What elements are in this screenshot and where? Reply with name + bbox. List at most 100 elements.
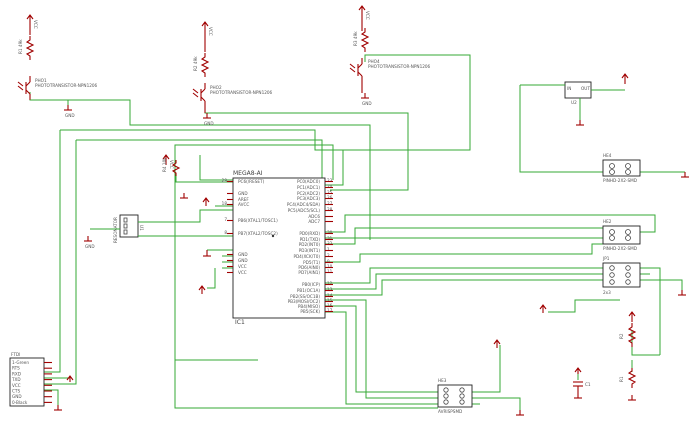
svg-text:GND: GND	[362, 101, 372, 106]
mcu-pin-label: GND	[238, 258, 248, 263]
mcu-pin-number: 32	[327, 241, 333, 246]
svg-text:PINHD-2X2-SMD: PINHD-2X2-SMD	[603, 178, 637, 183]
gnd-symbol	[54, 405, 62, 411]
vcc-symbol	[202, 197, 210, 206]
mcu-pin-number: 29	[222, 178, 228, 183]
mcu-pin-label: GND	[238, 191, 248, 196]
svg-text:GND: GND	[65, 113, 75, 118]
mcu-pin-label: PB7(XTAL2/TOSC2)	[238, 231, 278, 236]
svg-text:JP1: JP1	[602, 256, 610, 261]
svg-text:HE2: HE2	[603, 219, 612, 224]
svg-text:PHOTOTRANSISTOR-NPN1206: PHOTOTRANSISTOR-NPN1206	[210, 90, 273, 95]
svg-text:GND: GND	[85, 244, 95, 249]
mcu-pin-label: PB1(OC1A)	[297, 288, 320, 293]
svg-text:GND: GND	[204, 121, 214, 126]
resistor-r4: R4 10k	[162, 157, 181, 176]
phototransistor-1: PHO1 PHOTOTRANSISTOR-NPN1206	[17, 76, 98, 105]
mcu-pin-label: PB6(XTAL1/TOSC1)	[238, 218, 278, 223]
mcu-pin-number: 2	[327, 253, 330, 258]
resistor-r2: R2 49k	[193, 53, 210, 77]
svg-text:AVRISPSMD: AVRISPSMD	[438, 409, 462, 414]
mcu-pin-number: 17	[327, 308, 333, 313]
svg-text:IN: IN	[567, 86, 571, 91]
vcc-symbol	[628, 311, 636, 322]
svg-text:R1 49k: R1 49k	[18, 39, 23, 54]
resistor-r1: R1 49k	[18, 36, 35, 60]
mcu-pin-number: 27	[327, 201, 333, 206]
ftdi-pin-label: TXD	[11, 377, 21, 382]
header-avrisp: HE3 AVRISPSMD	[437, 378, 473, 414]
mcu-pin-number: 18	[222, 201, 228, 206]
header-he4: HE4 PINHD-2X2-SMD	[602, 153, 641, 183]
mcu-pin-label: PC1(ADC1)	[297, 185, 320, 190]
mcu-pin-number: 16	[327, 303, 333, 308]
gnd-symbol	[203, 250, 211, 257]
svg-text:PINHD-2X2-SMD: PINHD-2X2-SMD	[603, 246, 637, 251]
svg-text:RESONATOR: RESONATOR	[113, 217, 118, 243]
mcu-pin-number: 15	[327, 298, 333, 303]
mcu-pin-number: 13	[327, 287, 333, 292]
mcu-pin-label: PC5(ADC5/SCL)	[288, 208, 321, 213]
gnd-symbol	[576, 120, 584, 126]
mcu-pin-label: PC0(ADC0)	[297, 179, 320, 184]
mcu-pin-label: ADC7	[308, 219, 320, 224]
svg-text:R3 49k: R3 49k	[353, 31, 358, 46]
gnd-symbol	[628, 395, 636, 401]
svg-text:PHO2: PHO2	[210, 85, 222, 90]
mcu-pin-number: 28	[327, 207, 333, 212]
svg-text:VCC: VCC	[169, 160, 174, 169]
mcu-pin-number: 10	[327, 264, 333, 269]
mcu-pin-label: PC6(/RESET)	[238, 179, 265, 184]
svg-text:HE3: HE3	[438, 378, 447, 383]
mcu-pin-label: PB3(MOSI/OC2)	[288, 299, 321, 304]
ftdi-pin-label: CTS	[12, 389, 20, 394]
gnd-symbols: GND GND GND GND	[54, 93, 689, 416]
wires	[29, 54, 685, 410]
mcu-pin-label: VCC	[238, 270, 247, 275]
gnd-symbol: GND	[361, 93, 372, 106]
mcu-pin-label: PD1(TXD)	[300, 237, 321, 242]
mcu-pin-number: 1	[327, 247, 330, 252]
mcu-pin-number: 8	[224, 230, 227, 235]
mcu-pin-number: 9	[327, 259, 330, 264]
svg-text:VCC: VCC	[208, 27, 213, 36]
ftdi-pin-label: RTS	[12, 366, 20, 371]
mcu-pin-number: 11	[327, 269, 333, 274]
svg-text:R1: R1	[619, 376, 624, 382]
mcu-pin-label: PB5(SCK)	[300, 309, 320, 314]
svg-text:VCC: VCC	[33, 20, 38, 29]
svg-text:U2: U2	[571, 100, 577, 105]
mcu-pin-label: AREF	[238, 197, 249, 202]
phototransistor-2: PHO2 PHOTOTRANSISTOR-NPN1206	[192, 83, 273, 113]
svg-text:HE4: HE4	[603, 153, 612, 158]
mcu-pin-label: PC3(ADC3)	[297, 196, 320, 201]
mcu-pin-label: PD2(INT0)	[299, 242, 321, 247]
phototransistor-3: PHO4 PHOTOTRANSISTOR-NPN1206	[349, 58, 431, 93]
gnd-symbol	[574, 393, 582, 399]
mcu-pin-number: 30	[327, 230, 333, 235]
vcc-symbol: VCC	[162, 154, 174, 169]
gnd-symbol	[681, 172, 689, 178]
gnd-symbol: GND	[64, 105, 75, 118]
mcu-pin-label: PD6(AIN0)	[298, 265, 320, 270]
mcu-pin-label: ADC6	[308, 214, 320, 219]
vcc-symbols: VCC VCC VCC VCC	[26, 5, 636, 382]
mcu-pin-label: PD0(RXD)	[299, 231, 320, 236]
resistor-r5: R2	[619, 323, 637, 347]
vcc-symbol	[66, 375, 74, 382]
mcu-pin-label: VCC	[238, 264, 247, 269]
mcu-pin-number: 12	[327, 281, 333, 286]
voltage-regulator: IN OUT U2	[520, 81, 625, 120]
ftdi-pin-label: RXD	[12, 371, 21, 376]
mcu-mega8: MEGA8-AI IC1 PC6(/RESET)29GNDAREFAVCC18P…	[222, 170, 333, 326]
svg-text:PHO4: PHO4	[368, 59, 380, 64]
mcu-pin-label: PC2(ADC2)	[297, 191, 320, 196]
mcu-pin-number: 7	[224, 217, 227, 222]
mcu-left-pins: PC6(/RESET)29GNDAREFAVCC18PB6(XTAL1/TOSC…	[222, 178, 278, 275]
mcu-pin-label: PC4(ADC4/SDA)	[287, 202, 321, 207]
mcu-pin-number: 31	[327, 236, 333, 241]
mcu-pin-label: PD4(XCK/T0)	[293, 254, 320, 259]
